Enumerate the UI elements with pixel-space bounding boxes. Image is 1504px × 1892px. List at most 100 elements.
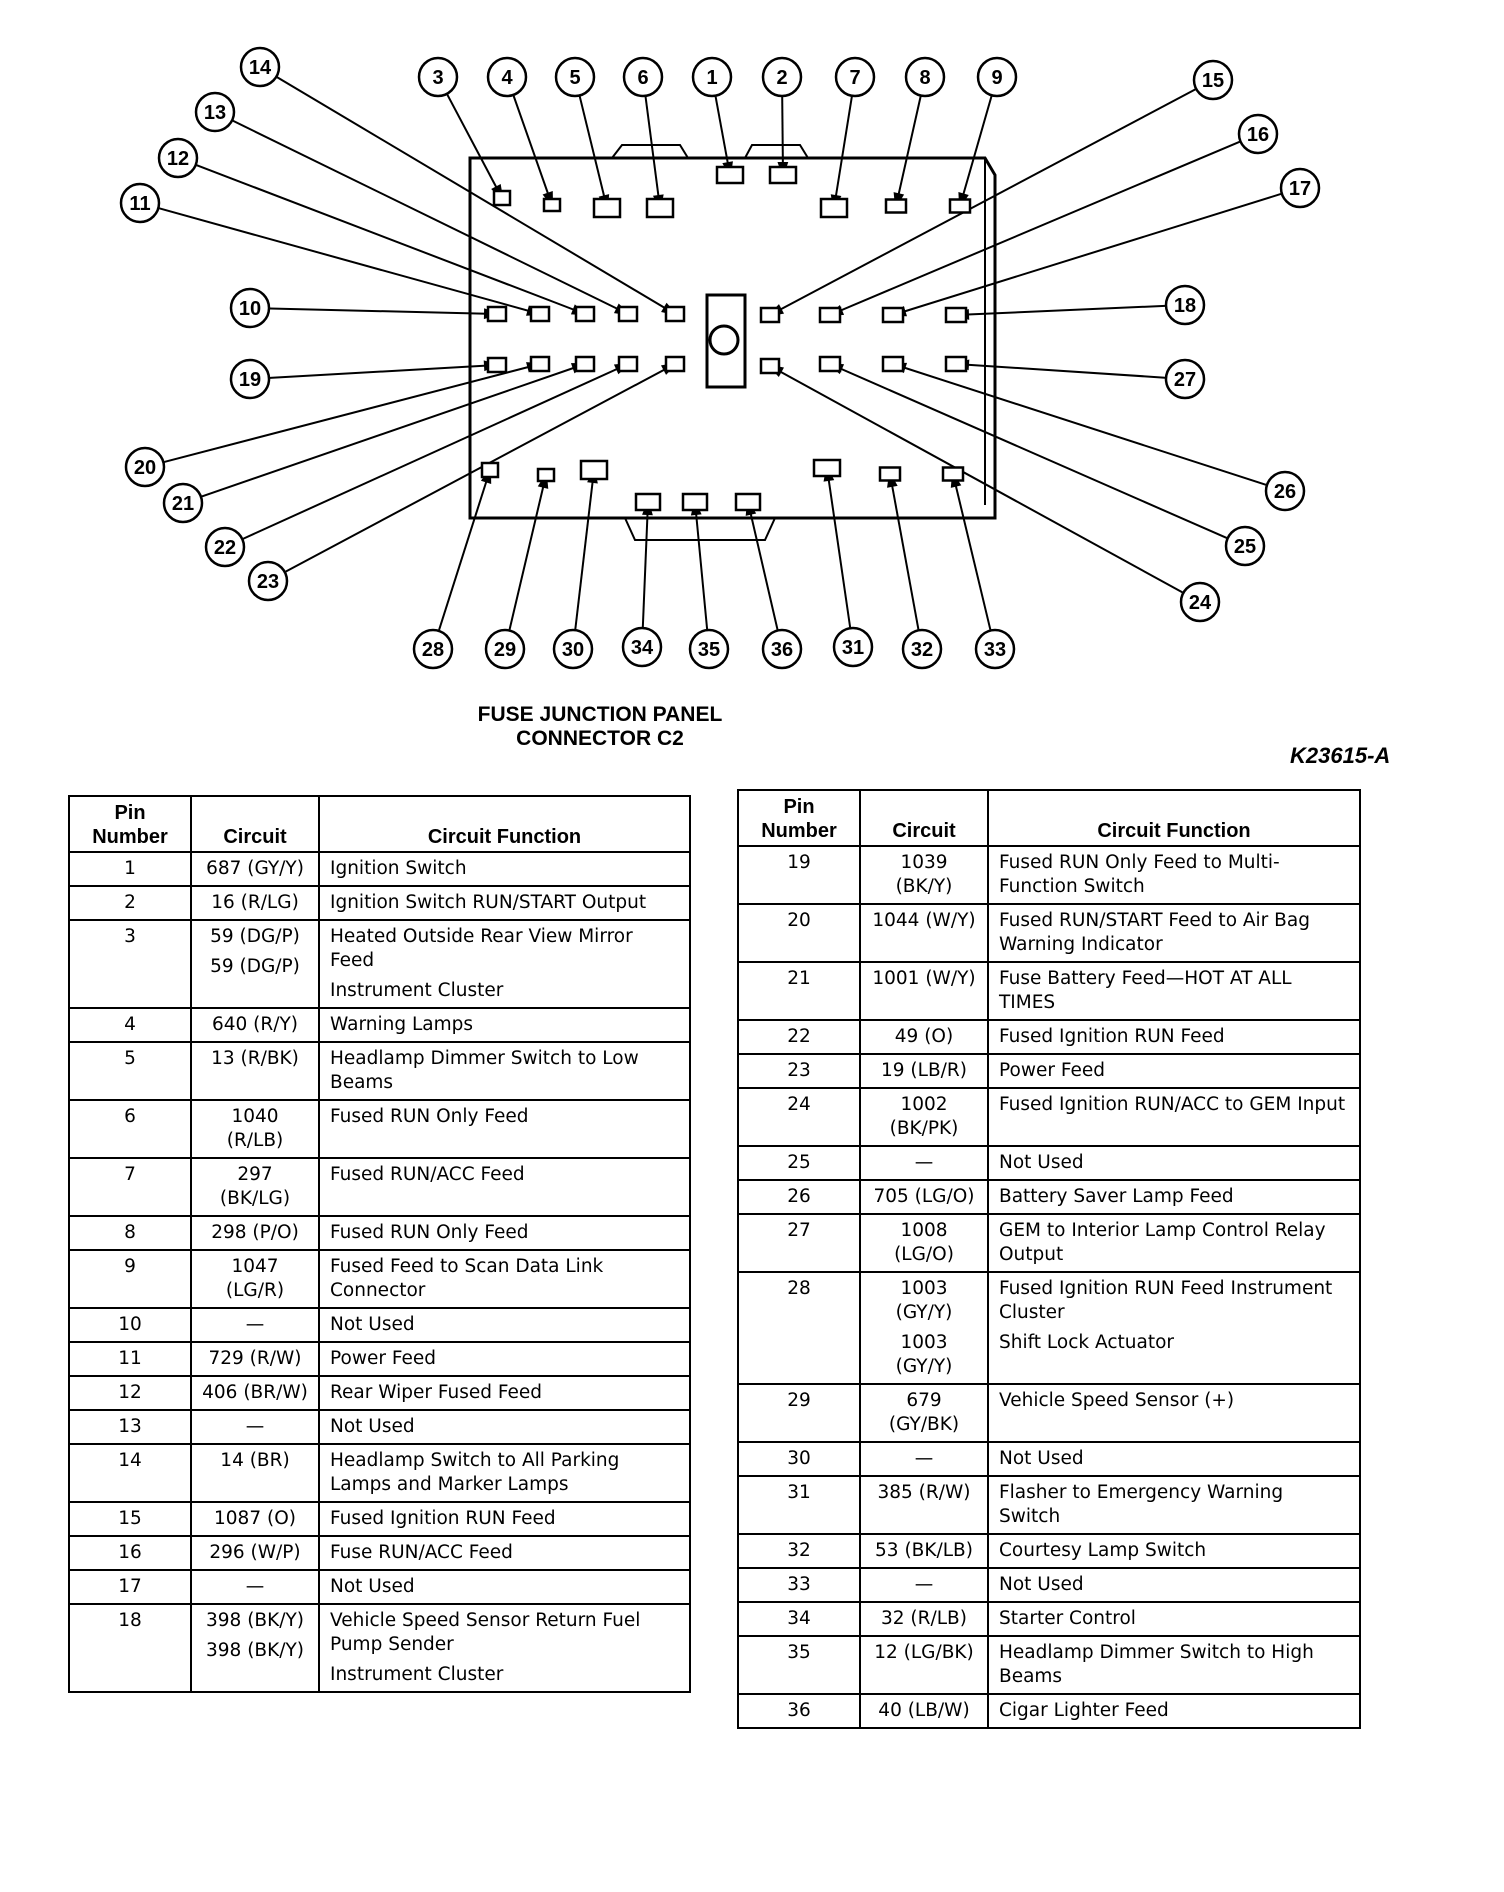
leader-line [644,96,661,209]
pin-number-cell: 15 [68,1501,192,1537]
leader-line [196,164,586,315]
circuit-value: 40 (LB/W) [878,1700,970,1721]
pin-callout-circle [976,56,1018,98]
circuit-value: 1003 (GY/Y) [895,1278,953,1323]
circuit-function-cell: Headlamp Dimmer Switch to High Beams [987,1635,1361,1695]
circuit-value: 398 (BK/Y) [206,1640,304,1661]
circuit-value: 14 (BR) [220,1450,290,1471]
terminals [480,165,972,512]
circuit-function-value: Not Used [999,1152,1084,1173]
circuit-function-cell: Fuse Battery Feed—HOT AT ALL TIMES [987,961,1361,1021]
pin-number-cell: 12 [68,1375,192,1411]
pin-callout-circle [1237,113,1279,155]
circuit-function-value: Ignition Switch RUN/START Output [330,892,647,913]
pin-callout-circle [229,287,271,329]
circuit-function-cell: Cigar Lighter Feed [987,1693,1361,1729]
circuit-function-cell: Fused Ignition RUN Feed Instrument Clust… [987,1271,1361,1385]
circuit-value: 298 (P/O) [211,1222,299,1243]
circuit-function-cell: Fused RUN/START Feed to Air Bag Warning … [987,903,1361,963]
circuit-value: 12 (LG/BK) [874,1642,974,1663]
circuit-function-value: Fuse RUN/ACC Feed [330,1542,513,1563]
pin-callout-circle [904,56,946,98]
circuit-function-cell: Fuse RUN/ACC Feed [318,1535,691,1571]
terminal-cavity [759,306,781,324]
pin-number-cell: 19 [737,845,861,905]
pin-callout-circle [204,526,246,568]
pin-callout-circle [417,56,459,98]
pin-callout-label: 2 [776,67,787,89]
circuit-cell: — [859,1441,989,1477]
pin-number-cell: 2 [68,885,192,921]
circuit-value: 59 (DG/P) [210,956,300,977]
pin-callout-circle [552,628,594,670]
pin-callout-label: 10 [239,298,261,320]
circuit-function-value: Power Feed [330,1348,436,1369]
circuit-cell: 679 (GY/BK) [859,1383,989,1443]
pin-number-cell: 25 [737,1145,861,1181]
circuit-function-value: Headlamp Dimmer Switch to Low Beams [330,1048,639,1093]
circuit-cell: 1087 (O) [190,1501,320,1537]
leader-line [446,94,503,199]
pin-callout-circle [832,626,874,668]
pin-callout-circle [1164,358,1206,400]
circuit-function-cell: Fused RUN Only Feed to Multi-Function Sw… [987,845,1361,905]
circuit-cell: 12 (LG/BK) [859,1635,989,1695]
circuit-value: 1040 (R/LB) [226,1106,284,1151]
terminal-cavity [884,198,908,214]
circuit-cell: 1047 (LG/R) [190,1249,320,1309]
pin-callout-label: 36 [771,639,793,661]
circuit-function-value: Courtesy Lamp Switch [999,1540,1207,1561]
pin-callout-label: 11 [129,193,150,215]
circuit-function-value: Fused Ignition RUN/ACC to GEM Input [999,1094,1346,1115]
pin-callout-circle [834,56,876,98]
leader-line [829,140,1240,316]
pin-callout-label: 32 [911,639,933,661]
pin-callout-label: 30 [562,639,584,661]
circuit-value: 1008 (LG/O) [894,1220,954,1265]
header-circuit-function: Circuit Function [987,789,1361,847]
pin-number-cell: 24 [737,1087,861,1147]
circuit-function-value: Ignition Switch [330,858,467,879]
leader-line [438,469,491,631]
pin-number-cell: 36 [737,1693,861,1729]
leader-line [895,96,922,207]
terminal-cavity [881,355,905,373]
table-row: 17—Not Used [68,1569,691,1605]
circuit-cell: 1044 (W/Y) [859,903,989,963]
pin-number-cell: 3 [68,919,192,1009]
circuit-cell: — [859,1567,989,1603]
circuit-value: 687 (GY/Y) [206,858,304,879]
circuit-value: — [245,1314,265,1335]
pin-callout-circle [194,91,236,133]
pin-number-cell: 29 [737,1383,861,1443]
table-header-row: Pin Number Circuit Circuit Function [68,795,691,853]
terminal-cavity [948,198,972,214]
circuit-function-value: Vehicle Speed Sensor Return Fuel Pump Se… [330,1610,641,1655]
circuit-function-cell: Fused RUN Only Feed [318,1099,691,1159]
pin-callout-circle [974,628,1016,670]
leader-line [952,473,992,630]
circuit-function-value: Not Used [330,1416,415,1437]
circuit-function-value: Fused Feed to Scan Data Link Connector [330,1256,604,1301]
diagram-caption-subtitle: CONNECTOR C2 [516,727,684,750]
circuit-function-cell: Headlamp Dimmer Switch to Low Beams [318,1041,691,1101]
pin-number-cell: 10 [68,1307,192,1343]
leader-line [769,365,1183,594]
leader-line [242,363,629,540]
pin-callout-circle [901,628,943,670]
circuit-value: — [245,1416,265,1437]
circuit-value: 59 (DG/P) [210,926,300,947]
terminal-cavity [529,355,551,373]
circuit-function-value: Fused RUN Only Feed to Multi-Function Sw… [999,852,1280,897]
terminal-cavity [812,458,842,478]
circuit-function-cell: Fused RUN/ACC Feed [318,1157,691,1217]
connector-body [468,144,997,541]
leader-line [769,88,1196,316]
circuit-function-cell: Battery Saver Lamp Feed [987,1179,1361,1215]
